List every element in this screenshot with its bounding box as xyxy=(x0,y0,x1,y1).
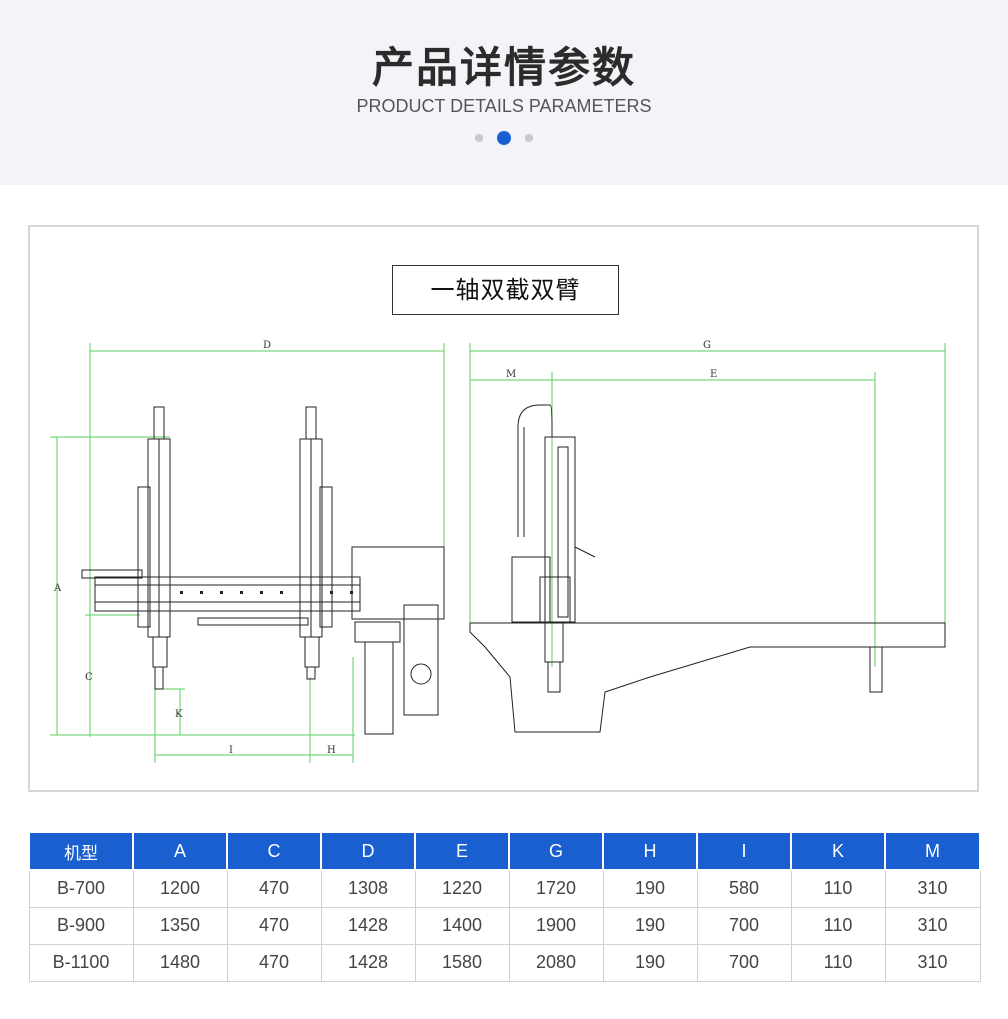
carousel-dot-1[interactable] xyxy=(475,134,483,142)
dim-label-m: M xyxy=(506,369,516,380)
table-header-c: C xyxy=(226,833,322,871)
table-cell: 190 xyxy=(602,869,698,908)
table-cell: 700 xyxy=(696,906,792,945)
dim-label-k: K xyxy=(175,709,183,720)
carousel-dot-2-active[interactable] xyxy=(497,131,511,145)
table-header-model: 机型 xyxy=(28,833,134,871)
page-header: 产品详情参数 PRODUCT DETAILS PARAMETERS xyxy=(0,0,1008,185)
table-header-e: E xyxy=(414,833,510,871)
table-cell: 110 xyxy=(790,943,886,982)
table-cell: B-700 xyxy=(28,869,134,908)
table-cell: B-900 xyxy=(28,906,134,945)
table-row: B-1100 1480 470 1428 1580 2080 190 700 1… xyxy=(28,943,981,982)
table-header-d: D xyxy=(320,833,416,871)
page-title: 产品详情参数 xyxy=(371,43,636,92)
table-cell: 310 xyxy=(884,906,981,945)
table-cell: 110 xyxy=(790,906,886,945)
table-cell: 700 xyxy=(696,943,792,982)
table-cell: 190 xyxy=(602,943,698,982)
carousel-dot-3[interactable] xyxy=(525,134,533,142)
table-cell: 580 xyxy=(696,869,792,908)
table-header-a: A xyxy=(132,833,228,871)
front-view-machine xyxy=(81,406,445,735)
table-cell: 470 xyxy=(226,869,322,908)
table-cell: 1350 xyxy=(132,906,228,945)
technical-drawing-frame: D G M E A C K I H xyxy=(28,225,979,792)
table-header-m: M xyxy=(884,833,981,871)
dimension-lines xyxy=(50,343,946,763)
dim-label-g: G xyxy=(703,340,711,351)
parameters-table: 机型 A C D E G H I K M B-700 1200 470 1308… xyxy=(28,833,981,982)
table-cell: 470 xyxy=(226,943,322,982)
technical-drawing: D G M E A C K I H xyxy=(50,340,946,763)
table-cell: 2080 xyxy=(508,943,604,982)
table-cell: 1480 xyxy=(132,943,228,982)
dim-label-e: E xyxy=(710,369,717,380)
carousel-dots xyxy=(0,131,1008,145)
table-header-g: G xyxy=(508,833,604,871)
page-subtitle: PRODUCT DETAILS PARAMETERS xyxy=(356,96,652,116)
table-cell: 1428 xyxy=(320,906,416,945)
side-view-machine xyxy=(469,404,946,733)
table-cell: 310 xyxy=(884,869,981,908)
dim-label-i: I xyxy=(229,745,233,756)
table-row: B-900 1350 470 1428 1400 1900 190 700 11… xyxy=(28,906,981,945)
table-header-row: 机型 A C D E G H I K M xyxy=(28,833,981,871)
table-cell: 1220 xyxy=(414,869,510,908)
table-cell: 310 xyxy=(884,943,981,982)
table-cell: 1400 xyxy=(414,906,510,945)
table-cell: 1580 xyxy=(414,943,510,982)
table-header-h: H xyxy=(602,833,698,871)
dim-label-c: C xyxy=(85,672,93,683)
table-row: B-700 1200 470 1308 1220 1720 190 580 11… xyxy=(28,869,981,908)
table-cell: 1428 xyxy=(320,943,416,982)
table-cell: B-1100 xyxy=(28,943,134,982)
dim-label-a: A xyxy=(53,583,62,594)
dim-label-h: H xyxy=(327,745,336,756)
table-header-k: K xyxy=(790,833,886,871)
table-cell: 1720 xyxy=(508,869,604,908)
drawing-title: 一轴双截双臂 xyxy=(392,265,619,315)
table-cell: 1900 xyxy=(508,906,604,945)
dim-label-d: D xyxy=(263,340,271,351)
front-view-rail-holes xyxy=(180,591,353,594)
table-cell: 1308 xyxy=(320,869,416,908)
table-cell: 110 xyxy=(790,869,886,908)
table-header-i: I xyxy=(696,833,792,871)
table-cell: 470 xyxy=(226,906,322,945)
table-cell: 1200 xyxy=(132,869,228,908)
table-cell: 190 xyxy=(602,906,698,945)
